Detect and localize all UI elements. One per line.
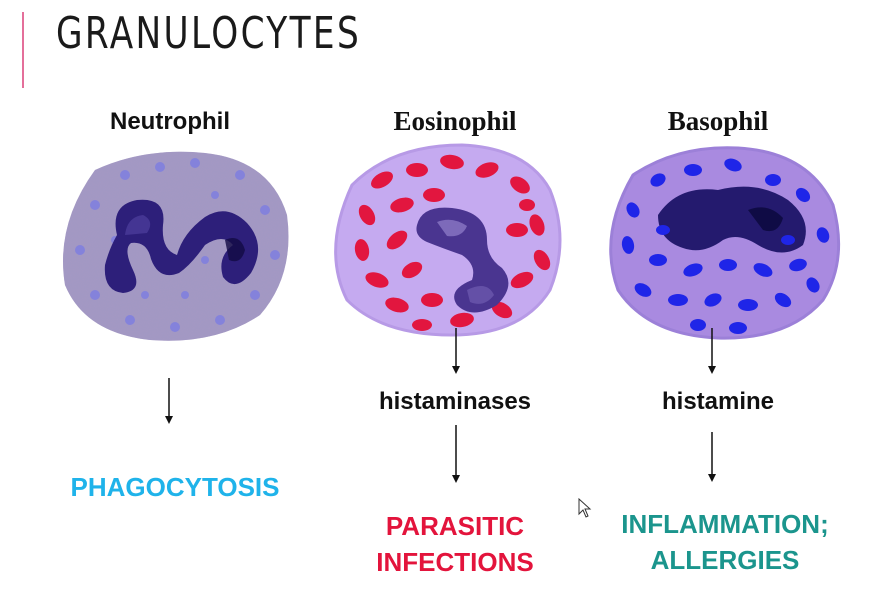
outcome-line: INFLAMMATION; (621, 509, 829, 539)
eosinophil-arrow-1 (452, 328, 460, 374)
basophil-label: Basophil (667, 106, 769, 136)
slide-accent-bar (22, 12, 24, 88)
neutrophil-arrow (165, 378, 173, 424)
basophil-cell-image (609, 146, 841, 340)
phagocytosis-outcome: PHAGOCYTOSIS (55, 472, 295, 503)
inflammation-allergies-outcome: INFLAMMATION; ALLERGIES (595, 506, 855, 578)
outcome-line: INFECTIONS (376, 547, 534, 577)
parasitic-infections-outcome: PARASITIC INFECTIONS (335, 508, 575, 580)
eosinophil-cell-image (334, 143, 562, 337)
eosinophil-arrow-2 (452, 425, 460, 483)
mouse-pointer-icon (578, 498, 592, 518)
neutrophil-cell-image (63, 151, 289, 341)
slide-title: GRANULOCYTES (56, 8, 362, 59)
outcome-line: ALLERGIES (650, 545, 800, 575)
eosinophil-label: Eosinophil (393, 106, 517, 136)
outcome-line: PHAGOCYTOSIS (70, 472, 280, 502)
outcome-line: PARASITIC (385, 511, 525, 541)
basophil-arrow-2 (708, 432, 716, 482)
histaminases-label: histaminases (378, 388, 532, 415)
histamine-label: histamine (661, 388, 775, 415)
basophil-arrow-1 (708, 328, 716, 374)
neutrophil-label: Neutrophil (110, 108, 230, 135)
